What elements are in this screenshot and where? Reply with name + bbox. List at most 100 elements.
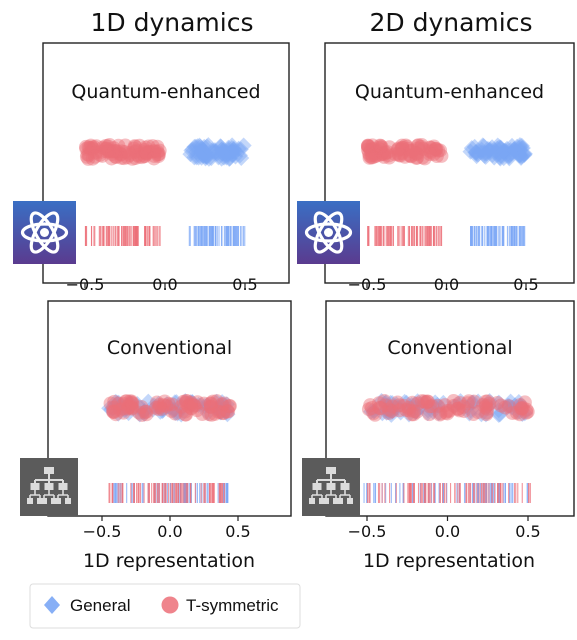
point-general (131, 406, 148, 423)
point-t-symmetric (490, 395, 505, 410)
point-t-symmetric (370, 144, 385, 159)
point-general (201, 397, 218, 414)
point-general (500, 148, 517, 165)
point-t-symmetric (113, 147, 128, 162)
point-general (469, 146, 486, 163)
point-t-symmetric (406, 407, 421, 422)
point-general (233, 150, 250, 167)
point-general (221, 150, 238, 167)
point-t-symmetric (372, 147, 387, 162)
point-t-symmetric (424, 399, 439, 414)
point-t-symmetric (410, 141, 425, 156)
point-general (215, 397, 232, 414)
x-axis-label: 1D representation (363, 550, 535, 572)
point-t-symmetric (186, 398, 201, 413)
point-t-symmetric (202, 407, 217, 422)
network-edges (43, 490, 55, 498)
point-general (505, 141, 522, 158)
point-t-symmetric (80, 147, 95, 162)
point-t-symmetric (390, 142, 405, 157)
point-t-symmetric (392, 398, 407, 413)
point-t-symmetric (147, 148, 162, 163)
point-t-symmetric (106, 404, 121, 419)
point-general (183, 142, 200, 159)
point-general (145, 397, 162, 414)
point-t-symmetric (373, 140, 388, 155)
point-t-symmetric (106, 404, 121, 419)
point-general (224, 143, 241, 160)
point-general (463, 140, 480, 157)
point-t-symmetric (426, 147, 441, 162)
point-t-symmetric (380, 145, 395, 160)
atom-icon (297, 201, 360, 264)
point-t-symmetric (422, 407, 437, 422)
point-t-symmetric (482, 396, 497, 411)
point-general (378, 404, 395, 421)
network-leaf (65, 498, 71, 504)
point-t-symmetric (403, 148, 418, 163)
point-general (122, 396, 139, 413)
point-t-symmetric (395, 140, 410, 155)
point-t-symmetric (365, 148, 380, 163)
point-t-symmetric (385, 399, 400, 414)
point-t-symmetric (187, 398, 202, 413)
point-general (465, 394, 482, 411)
point-t-symmetric (137, 149, 152, 164)
legend-label-t-symmetric: T-symmetric (186, 596, 279, 615)
point-general (182, 394, 199, 411)
point-general (491, 149, 508, 166)
point-t-symmetric (108, 407, 123, 422)
point-general (512, 147, 529, 164)
point-t-symmetric (391, 146, 406, 161)
point-t-symmetric (116, 405, 131, 420)
point-t-symmetric (420, 394, 435, 409)
point-t-symmetric (396, 398, 411, 413)
point-general (382, 394, 399, 411)
point-general (407, 399, 424, 416)
point-t-symmetric (139, 404, 154, 419)
point-t-symmetric (88, 145, 103, 160)
point-general (426, 398, 443, 415)
point-t-symmetric (134, 150, 149, 165)
point-general (511, 147, 528, 164)
point-general (189, 138, 206, 155)
point-t-symmetric (125, 396, 140, 411)
point-general (109, 394, 126, 411)
point-general (204, 142, 221, 159)
point-general (211, 400, 228, 417)
point-general (468, 144, 485, 161)
point-general (482, 141, 499, 158)
point-general (215, 142, 232, 159)
point-t-symmetric (417, 151, 432, 166)
point-t-symmetric (109, 150, 124, 165)
point-t-symmetric (519, 405, 534, 420)
point-t-symmetric (88, 149, 103, 164)
point-t-symmetric (128, 151, 143, 166)
point-t-symmetric (368, 145, 383, 160)
point-general (388, 396, 405, 413)
point-general (511, 147, 528, 164)
point-t-symmetric (378, 398, 393, 413)
point-general (144, 401, 161, 418)
point-t-symmetric (109, 143, 124, 158)
point-general (451, 396, 468, 413)
point-t-symmetric (432, 407, 447, 422)
point-t-symmetric (95, 140, 110, 155)
point-general (129, 396, 146, 413)
panel-title: Conventional (107, 337, 232, 359)
point-general (474, 137, 491, 154)
point-general (464, 394, 481, 411)
point-t-symmetric (446, 398, 461, 413)
point-general (230, 140, 247, 157)
point-t-symmetric (388, 147, 403, 162)
point-t-symmetric (112, 402, 127, 417)
point-t-symmetric (146, 144, 161, 159)
point-t-symmetric (392, 148, 407, 163)
point-t-symmetric (433, 406, 448, 421)
x-tick-label: 0.0 (435, 522, 460, 541)
point-general (192, 138, 209, 155)
point-t-symmetric (151, 147, 166, 162)
point-general (135, 404, 152, 421)
point-general (473, 141, 490, 158)
